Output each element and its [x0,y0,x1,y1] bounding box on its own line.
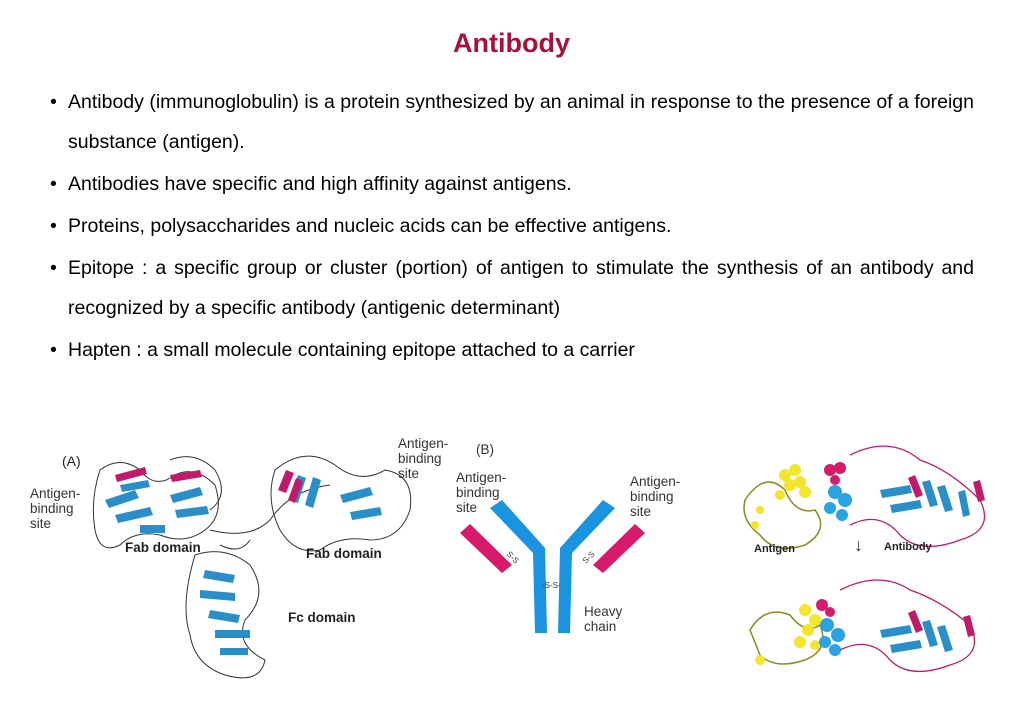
figure-c-antigen-label: Antigen [754,543,795,555]
figure-c-antibody-label: Antibody [884,541,932,553]
figure-b-illustration [460,500,645,633]
figure-a-antigen-binding-site-top-label: Antigen- binding site [398,436,449,481]
bullet-item: Antibodies have specific and high affini… [48,164,974,204]
figure-a-antigen-binding-site-label: Antigen- binding site [30,486,81,531]
page-title: Antibody [453,28,570,58]
figure-b-antigen-binding-site-left: Antigen- binding site [456,470,507,515]
figure-b-heavy-chain-label: Heavy chain [584,604,623,634]
figure-a-panel-label: (A) [62,453,81,469]
figure-a-fc-domain-label: Fc domain [288,610,356,625]
figure-c-binding-illustration: Antigen Antibody ↓ [730,430,1010,690]
figure-b-schematic: (B) Antigen- binding site Antigen- bindi… [450,438,700,638]
figure-a-illustration [92,455,412,679]
bullet-item: Epitope : a specific group or cluster (p… [48,248,974,328]
figure-a-fab-domain-label-2: Fab domain [306,546,382,561]
bullet-item: Proteins, polysaccharides and nucleic ac… [48,206,974,246]
bullet-item: Antibody (immunoglobulin) is a protein s… [48,82,974,162]
figure-b-antigen-binding-site-right: Antigen- binding site [630,474,681,519]
bullet-list: Antibody (immunoglobulin) is a protein s… [48,82,974,372]
bullet-item: Hapten : a small molecule containing epi… [48,330,974,370]
figure-a-ribbon-structure: (A) Antigen- binding site Fab domain Fab… [20,430,460,680]
figure-c-arrow: ↓ [854,535,863,555]
figure-c-illustration [743,445,986,673]
figure-b-disulfide-hinge: -S-S- [542,581,561,590]
figure-b-panel-label: (B) [476,442,494,457]
figure-a-fab-domain-label-1: Fab domain [125,540,201,555]
